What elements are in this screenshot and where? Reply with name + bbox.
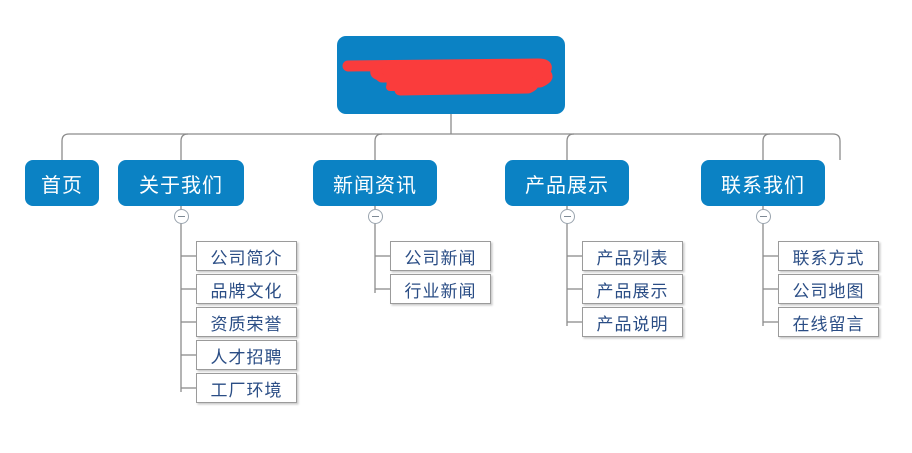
branch-node-home[interactable]: 首页	[25, 160, 99, 206]
leaf-node[interactable]: 公司简介	[196, 241, 297, 271]
leaf-node[interactable]: 产品列表	[582, 241, 683, 271]
branch-node-news[interactable]: 新闻资讯	[313, 160, 437, 206]
branch-node-contact[interactable]: 联系我们	[701, 160, 825, 206]
collapse-toggle-about[interactable]	[174, 209, 189, 224]
leaf-node[interactable]: 人才招聘	[196, 340, 297, 370]
leaf-node[interactable]: 资质荣誉	[196, 307, 297, 337]
leaf-node[interactable]: 行业新闻	[390, 274, 491, 304]
leaf-node[interactable]: 在线留言	[778, 307, 879, 337]
collapse-toggle-products[interactable]	[560, 209, 575, 224]
leaf-node[interactable]: 产品展示	[582, 274, 683, 304]
leaf-node[interactable]: 公司新闻	[390, 241, 491, 271]
leaf-node[interactable]: 联系方式	[778, 241, 879, 271]
leaf-node[interactable]: 品牌文化	[196, 274, 297, 304]
leaf-node[interactable]: 工厂环境	[196, 373, 297, 403]
root-node[interactable]	[337, 36, 565, 114]
leaf-node[interactable]: 产品说明	[582, 307, 683, 337]
collapse-toggle-news[interactable]	[368, 209, 383, 224]
root-node-label	[337, 36, 565, 114]
branch-node-about[interactable]: 关于我们	[118, 160, 244, 206]
leaf-node[interactable]: 公司地图	[778, 274, 879, 304]
collapse-toggle-contact[interactable]	[756, 209, 771, 224]
branch-node-products[interactable]: 产品展示	[505, 160, 629, 206]
